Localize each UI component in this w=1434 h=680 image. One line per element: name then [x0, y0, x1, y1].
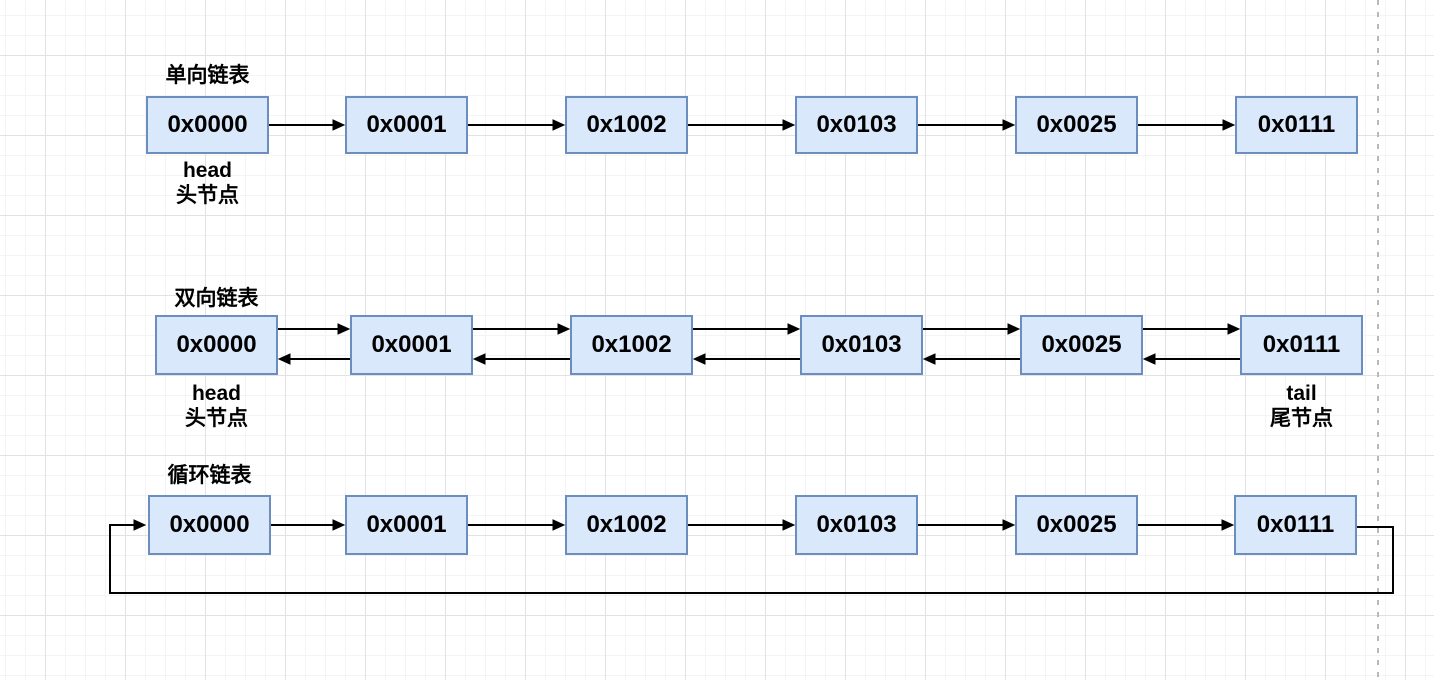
list-node[interactable]: 0x0000: [146, 96, 269, 154]
list-node[interactable]: 0x0111: [1234, 495, 1357, 555]
list-node[interactable]: 0x0001: [345, 96, 468, 154]
list-node[interactable]: 0x0001: [345, 495, 468, 555]
list-node[interactable]: 0x0103: [795, 495, 918, 555]
list-node[interactable]: 0x0103: [795, 96, 918, 154]
list-node[interactable]: 0x1002: [565, 495, 688, 555]
list-node[interactable]: 0x0111: [1235, 96, 1358, 154]
list-node[interactable]: 0x0025: [1020, 315, 1143, 375]
section-title-doubly: 双向链表: [174, 287, 259, 310]
list-node[interactable]: 0x0025: [1015, 96, 1138, 154]
section-title-singly: 单向链表: [165, 64, 250, 87]
tail-sublabel-text: 尾节点: [1270, 407, 1333, 430]
head-label-text: head: [191, 382, 241, 405]
head-label-doubly: head 头节点: [155, 381, 278, 431]
list-node[interactable]: 0x0103: [800, 315, 923, 375]
tail-label-text: tail: [1286, 382, 1317, 405]
list-node[interactable]: 0x1002: [565, 96, 688, 154]
head-sublabel-text: 头节点: [176, 184, 239, 207]
head-label-text: head: [182, 159, 232, 182]
list-node[interactable]: 0x0001: [350, 315, 473, 375]
list-node[interactable]: 0x0000: [155, 315, 278, 375]
circular-loop-arrow: [109, 525, 1394, 594]
list-node[interactable]: 0x0000: [148, 495, 271, 555]
head-label-singly: head 头节点: [146, 158, 269, 208]
list-node[interactable]: 0x0025: [1015, 495, 1138, 555]
list-node[interactable]: 0x1002: [570, 315, 693, 375]
head-sublabel-text: 头节点: [185, 407, 248, 430]
section-title-circular: 循环链表: [167, 464, 252, 487]
list-node[interactable]: 0x0111: [1240, 315, 1363, 375]
tail-label-doubly: tail 尾节点: [1240, 381, 1363, 431]
